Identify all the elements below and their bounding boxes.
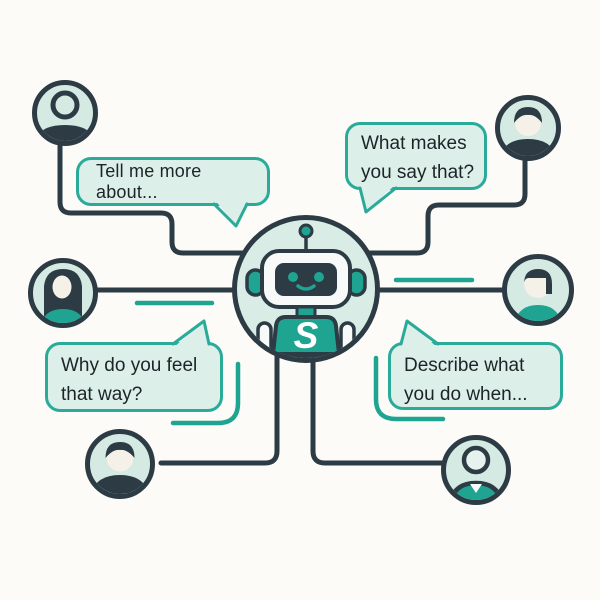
bubble-text-line2: you do when... — [404, 384, 528, 405]
robot-arm-right — [339, 321, 356, 358]
bubble-why-feel: Why do you feel that way? — [45, 342, 223, 412]
man-user-icon — [500, 107, 556, 156]
man-user-icon — [90, 442, 150, 494]
robot-body — [270, 315, 342, 358]
robot-logo-letter: S — [294, 315, 319, 356]
robot-smile — [296, 284, 316, 291]
robot-face-screen — [275, 263, 337, 296]
avatar-bottom-right — [441, 435, 511, 505]
bubble-text-line2: that way? — [61, 384, 143, 405]
avatar-top-left — [32, 80, 98, 146]
avatar-top-right — [495, 95, 561, 161]
bubble-text-line1: Describe what — [404, 355, 525, 376]
avatar-mid-left — [28, 258, 98, 328]
bubble-what-makes: What makes you say that? — [345, 122, 487, 190]
bubble-text: Tell me more about... — [96, 160, 202, 202]
avatar-mid-right — [502, 254, 574, 326]
bubble-text-line2: you say that? — [361, 162, 475, 183]
bubble-text-line1: Why do you feel — [61, 355, 198, 376]
robot-arm-left — [256, 321, 273, 358]
man-side-hair-icon — [515, 269, 561, 321]
outlined-user-icon — [448, 445, 504, 500]
chatbot-robot-icon: S — [245, 223, 367, 358]
generic-user-icon — [37, 90, 93, 141]
chatbot-circle: S — [232, 215, 380, 363]
bubble-describe: Describe what you do when... — [388, 342, 563, 410]
bubble-text-line1: What makes — [361, 133, 467, 154]
avatar-bottom-left — [85, 429, 155, 499]
woman-user-icon — [41, 269, 85, 323]
antenna-icon — [298, 223, 314, 239]
bubble-tell-me-more: Tell me more about... — [76, 157, 270, 206]
